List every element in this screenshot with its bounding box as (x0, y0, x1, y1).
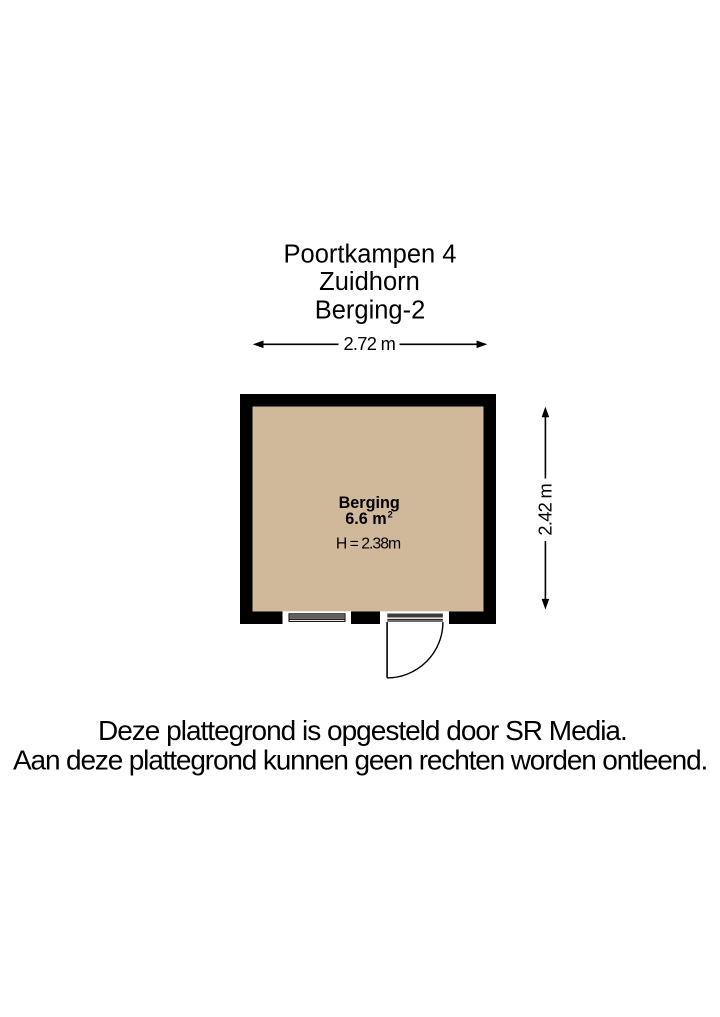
svg-text:Poortkampen 4: Poortkampen 4 (284, 241, 457, 269)
svg-text:2.72 m: 2.72 m (343, 333, 395, 354)
svg-text:Zuidhorn: Zuidhorn (319, 268, 420, 296)
svg-text:Deze plattegrond is opgesteld: Deze plattegrond is opgesteld door SR Me… (98, 715, 627, 746)
svg-text:Aan deze plattegrond kunnen ge: Aan deze plattegrond kunnen geen rechten… (13, 744, 707, 775)
svg-text:H = 2.38m: H = 2.38m (336, 535, 401, 552)
svg-text:Berging-2: Berging-2 (315, 297, 426, 325)
svg-text:6.6 m2: 6.6 m2 (345, 510, 393, 528)
svg-text:Berging: Berging (339, 494, 400, 512)
svg-text:2.42 m: 2.42 m (535, 483, 556, 535)
